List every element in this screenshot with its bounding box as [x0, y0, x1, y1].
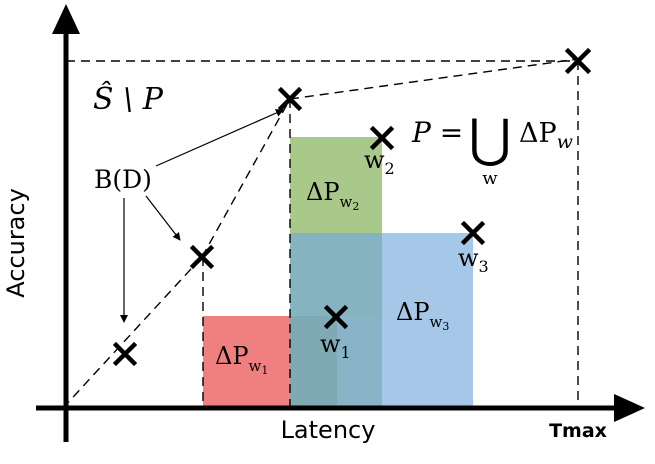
point-label-w3-w: w — [458, 244, 479, 272]
region-overlap-w2-w3 — [290, 233, 382, 316]
region-delta-p-w1 — [203, 316, 290, 408]
union-symbol: ⋃ — [469, 109, 512, 169]
point-tmax — [564, 47, 592, 75]
point-bd-low — [112, 341, 138, 367]
region-label-w2-sub: w — [339, 193, 352, 211]
region-overlap-w1-w3 — [290, 316, 337, 408]
region-label-w1-delta: ΔP — [215, 342, 248, 370]
point-label-w1: w1 — [320, 330, 351, 362]
s-minus-p-label: Ŝ \ P — [93, 81, 164, 117]
x-axis-arrowhead — [614, 394, 645, 422]
point-label-w2-w: w — [364, 146, 385, 174]
region-label-w3-sub: w — [429, 313, 442, 331]
point-w1 — [323, 304, 349, 330]
bd-label: B(D) — [94, 165, 152, 194]
region-label-w2-idx: 2 — [352, 200, 359, 213]
union-rhs: ΔPw — [519, 118, 573, 153]
point-label-w3: w3 — [458, 244, 489, 276]
point-bd-high — [277, 86, 303, 112]
region-delta-p-w2 — [290, 137, 382, 233]
bd-arrows — [120, 109, 284, 323]
region-overlap-lower — [337, 316, 382, 408]
region-label-w3: ΔPw3 — [396, 298, 449, 333]
point-label-w2: w2 — [364, 146, 395, 178]
union-subscript: w — [482, 168, 498, 189]
y-axis-label: Accuracy — [2, 188, 30, 298]
region-label-w1-sub: w — [248, 357, 261, 375]
union-lhs: P = — [411, 116, 463, 149]
point-label-w1-idx: 1 — [341, 343, 351, 362]
point-bd-mid — [189, 244, 215, 270]
union-rhs-sub: w — [557, 131, 573, 153]
region-label-w1-idx: 1 — [261, 364, 268, 377]
y-axis-arrowhead — [52, 4, 80, 34]
frontier-lines — [62, 58, 579, 409]
point-label-w2-idx: 2 — [385, 159, 395, 178]
x-axis-label: Latency — [281, 416, 376, 444]
region-label-w1: ΔPw1 — [215, 342, 268, 377]
point-label-w3-idx: 3 — [479, 257, 489, 276]
union-rhs-delta: ΔP — [519, 118, 557, 149]
region-label-w2-delta: ΔP — [306, 178, 339, 206]
region-label-w3-idx: 3 — [442, 320, 449, 333]
region-label-w2: ΔPw2 — [306, 178, 359, 213]
region-label-w3-delta: ΔP — [396, 298, 429, 326]
point-w2 — [369, 125, 395, 151]
point-label-w1-w: w — [320, 330, 341, 358]
point-w3 — [460, 220, 486, 246]
x-max-label: Tmax — [549, 420, 607, 442]
